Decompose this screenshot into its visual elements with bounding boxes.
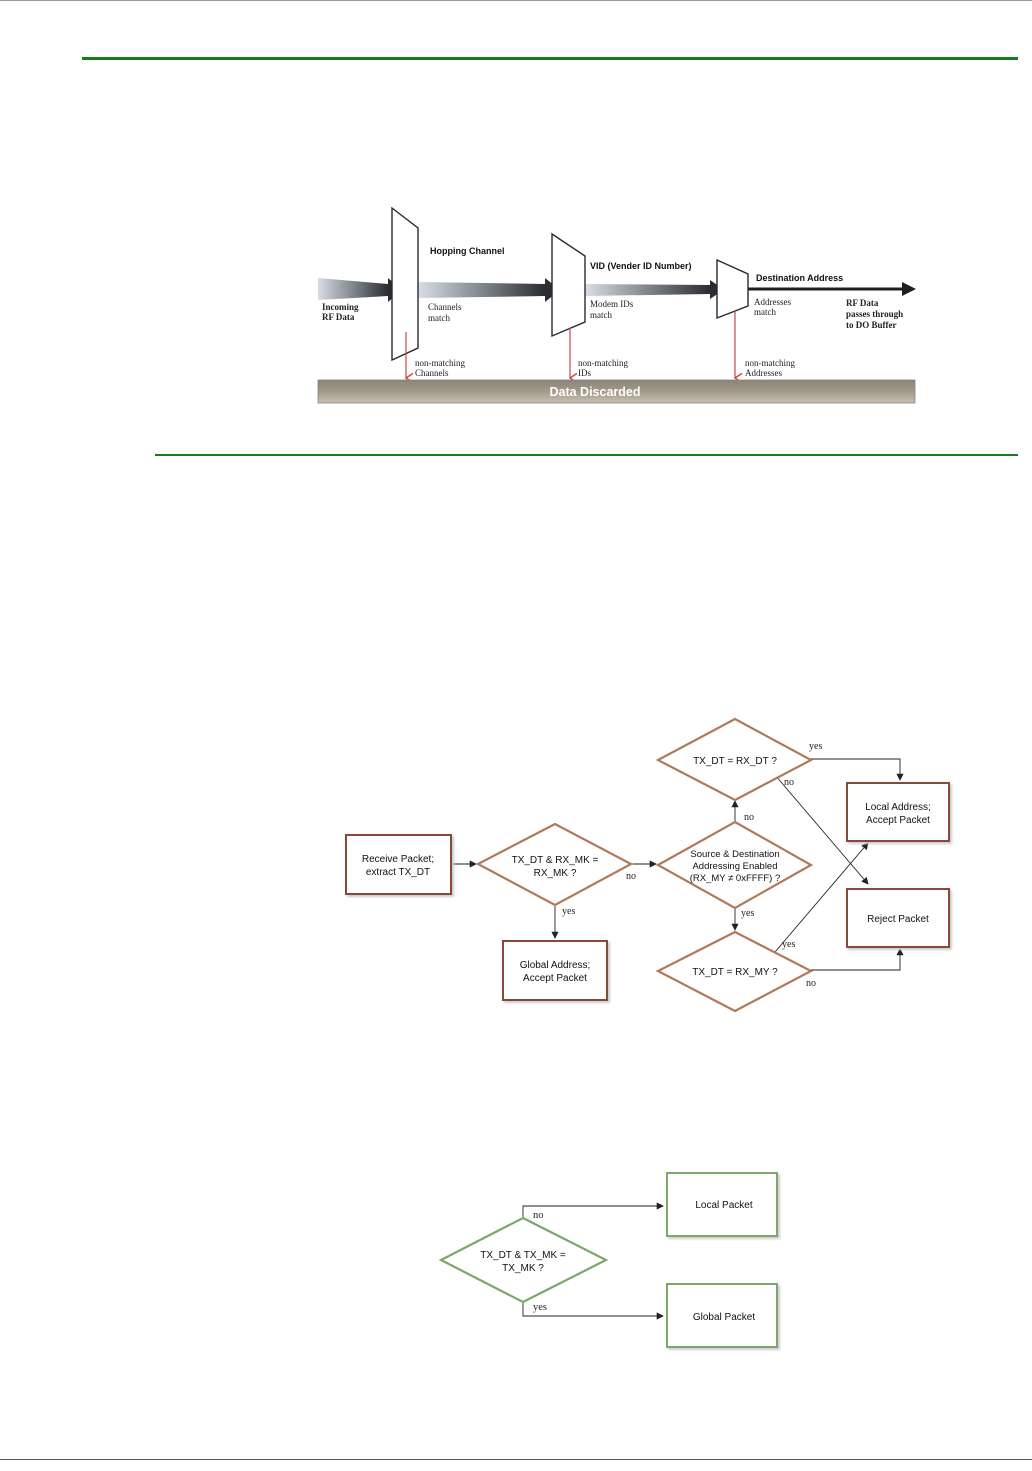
receive-packet-box [345,834,452,895]
edge-tx-yes [522,1302,664,1320]
reject-packet-label: Reject Packet [867,914,929,925]
stage3-match-1: Addresses [754,297,791,307]
tx-mask-line2: TX_MK ? [502,1263,544,1274]
receive-packet-line1: Receive Packet; [362,854,434,865]
output-label-2: passes through [846,309,903,319]
stage3-reject-2: Addresses [745,368,782,378]
global-packet-box [666,1283,778,1348]
stage3-title: Destination Address [756,273,843,283]
stage2-reject-1: non-matching [578,358,628,368]
mask-check-diamond [475,822,634,907]
beam-3 [585,284,710,296]
local-packet-box [666,1172,778,1237]
filter-hopping-channel [391,206,419,362]
my-check-diamond [655,930,814,1013]
edge-tx-no [522,1202,664,1218]
mask-check-line1: TX_DT & RX_MK = [512,855,599,866]
data-discarded-bar [317,379,916,404]
label-my-yes: yes [782,939,795,950]
label-mask-yes: yes [562,906,575,917]
label-sd-no: no [744,812,754,823]
global-packet-label: Global Packet [693,1312,755,1323]
stage1-reject-2: Channels [415,368,449,378]
bottom-rule [0,1459,1032,1460]
stage1-match-1: Channels [428,302,462,312]
stage1-reject-1: non-matching [415,358,465,368]
edge-my-no [810,948,904,971]
output-label-3: to DO Buffer [846,320,897,330]
incoming-label-1: Incoming [322,302,359,312]
label-tx-no: no [533,1210,544,1221]
source-dest-line3: (RX_MY ≠ 0xFFFF) ? [690,873,781,884]
source-dest-check-diamond [655,820,814,910]
stage3-reject-1: non-matching [745,358,795,368]
filter-vid [551,232,586,338]
global-address-line1: Global Address; [520,960,591,971]
global-address-box [502,940,608,1001]
local-packet-label: Local Packet [695,1200,752,1211]
transmit-address-flowchart: TX_DT & TX_MK = TX_MK ? Local Packet Glo… [438,1172,778,1348]
data-discarded-label: Data Discarded [549,385,640,399]
mask-check-line2: RX_MK ? [534,868,577,879]
receive-packet-line2: extract TX_DT [366,867,430,878]
local-address-line2: Accept Packet [866,815,930,826]
source-dest-line1: Source & Destination [690,849,779,860]
label-dt-yes: yes [809,741,822,752]
stage3-match-2: match [754,307,776,317]
rf-filter-diagram: Data Discarded Incoming RF Data Hopping … [317,206,916,404]
source-dest-line2: Addressing Enabled [692,861,777,872]
stage2-reject-2: IDs [578,368,591,378]
stage1-match-2: match [428,313,450,323]
label-sd-yes: yes [741,908,754,919]
stage2-title: VID (Vender ID Number) [590,261,692,271]
receive-address-flowchart: Receive Packet; extract TX_DT Global Add… [345,717,950,1013]
my-check-label: TX_DT = RX_MY ? [692,967,778,978]
dt-check-label: TX_DT = RX_DT ? [693,756,777,767]
label-my-no: no [806,978,816,989]
stage1-title: Hopping Channel [430,246,505,256]
stage2-match-2: match [590,310,612,320]
label-dt-no: no [784,777,794,788]
section-rule-top [82,57,1018,60]
output-label-1: RF Data [846,298,879,308]
section-rule-middle [155,454,1018,456]
label-mask-no: no [626,871,636,882]
edge-dt-no [774,774,869,885]
local-address-box [846,782,950,842]
tx-mask-line1: TX_DT & TX_MK = [480,1250,566,1261]
output-arrowhead [902,282,916,296]
edge-my-yes [774,842,869,953]
beam-2 [418,282,545,298]
stage2-match-1: Modem IDs [590,299,634,309]
incoming-label-2: RF Data [322,312,355,322]
incoming-beam [318,278,388,300]
reject-packet-box [846,888,950,948]
global-address-line2: Accept Packet [523,973,587,984]
label-tx-yes: yes [533,1302,547,1313]
local-address-line1: Local Address; [865,802,931,813]
edge-dt-yes [810,758,904,781]
dt-check-diamond [655,717,814,802]
top-border [0,0,1032,1]
tx-mask-check-diamond [438,1216,609,1304]
filter-destination [716,258,749,320]
